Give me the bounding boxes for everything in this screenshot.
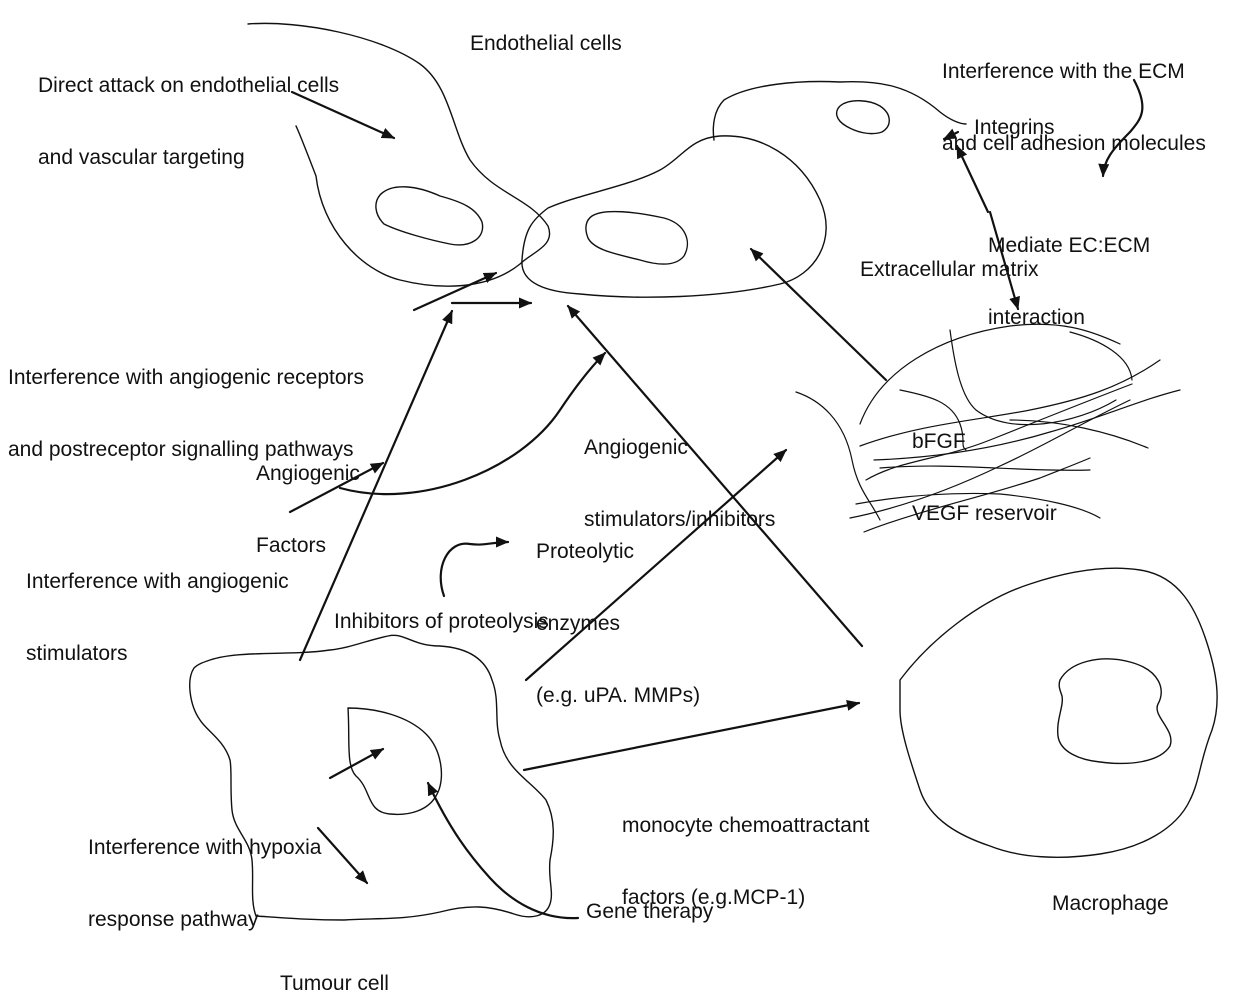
- label-ecm-interference: Interference with the ECM and cell adhes…: [942, 60, 1206, 155]
- right-endothelial-nucleus: [835, 100, 890, 135]
- macrophage-nucleus: [1056, 658, 1172, 765]
- label-reservoir: bFGF VEGF reservoir: [912, 430, 1057, 525]
- label-extracellular-matrix: Extracellular matrix: [860, 258, 1039, 281]
- label-stimulators-inhibitors: Angiogenic stimulators/inhibitors: [584, 436, 776, 531]
- label-mediate: Mediate EC:ECM interaction: [988, 234, 1151, 329]
- left-endothelial-nucleus: [375, 186, 484, 246]
- tumour-cell-nucleus: [347, 707, 443, 816]
- label-angiogenic-factors: Angiogenic Factors: [256, 462, 360, 557]
- extracellular-matrix-fibers: [795, 323, 1181, 533]
- label-tumour-cell: Tumour cell: [280, 972, 389, 995]
- label-hypoxia: Interference with hypoxia response pathw…: [88, 836, 322, 931]
- label-inhibitors-proteolysis: Inhibitors of proteolysis: [334, 610, 549, 633]
- central-endothelial-nucleus: [585, 210, 689, 265]
- right-endothelial-cell: [712, 80, 967, 141]
- macrophage-cell: [899, 567, 1218, 858]
- label-integrins: Integrins: [974, 116, 1055, 139]
- label-endothelial-cells: Endothelial cells: [470, 32, 622, 55]
- diagram-arrows: [288, 78, 1144, 920]
- central-endothelial-cell: [521, 135, 827, 298]
- label-monocyte: monocyte chemoattractant factors (e.g.MC…: [622, 814, 870, 909]
- label-gene-therapy: Gene therapy: [586, 900, 714, 923]
- label-interference-stimulators: Interference with angiogenic stimulators: [26, 570, 289, 665]
- label-macrophage: Macrophage: [1052, 892, 1169, 915]
- left-endothelial-cell: [247, 22, 551, 287]
- label-direct-attack: Direct attack on endothelial cells and v…: [38, 74, 340, 169]
- tumour-cell: [189, 634, 554, 921]
- label-proteolytic-enzymes: Proteolytic enzymes (e.g. uPA. MMPs): [536, 540, 701, 707]
- label-receptors: Interference with angiogenic receptors a…: [8, 366, 365, 461]
